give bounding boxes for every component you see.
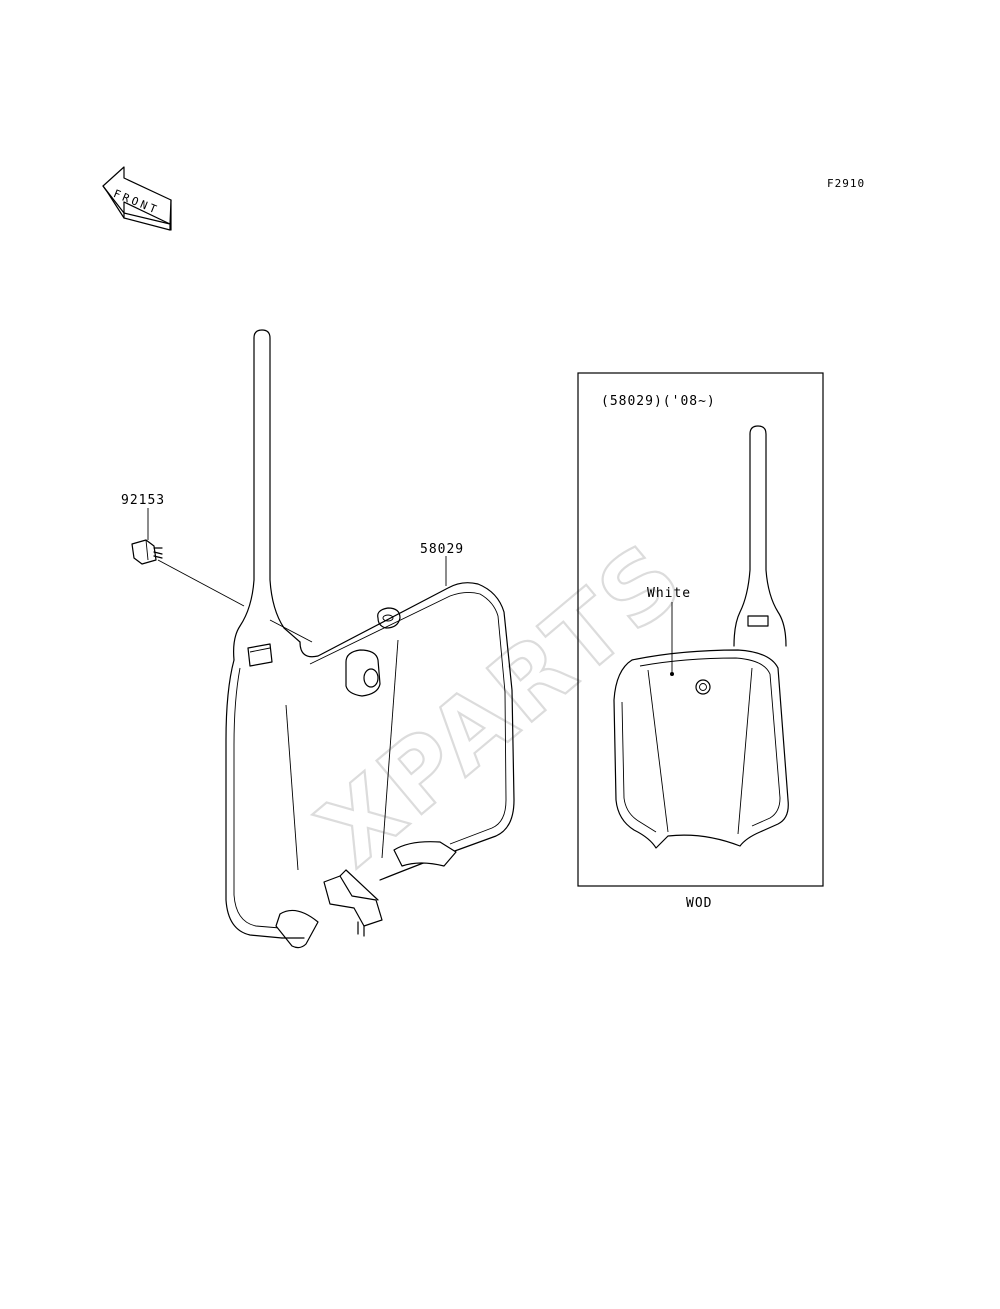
- inset-model-label: WOD: [686, 896, 713, 911]
- callout-number-plate-58029: 58029: [420, 542, 465, 557]
- number-plate-inset: [613, 425, 789, 849]
- inset-frame: [577, 372, 824, 887]
- leader-lines: [147, 508, 674, 676]
- number-plate-main: [225, 329, 515, 949]
- inset-title: (58029)('08~): [601, 394, 716, 409]
- bolt-icon: [131, 539, 163, 565]
- color-note-white: White: [647, 586, 692, 601]
- callout-bolt-92153: 92153: [121, 493, 166, 508]
- figure-code: F2910: [827, 177, 866, 190]
- front-arrow-icon: [102, 166, 172, 231]
